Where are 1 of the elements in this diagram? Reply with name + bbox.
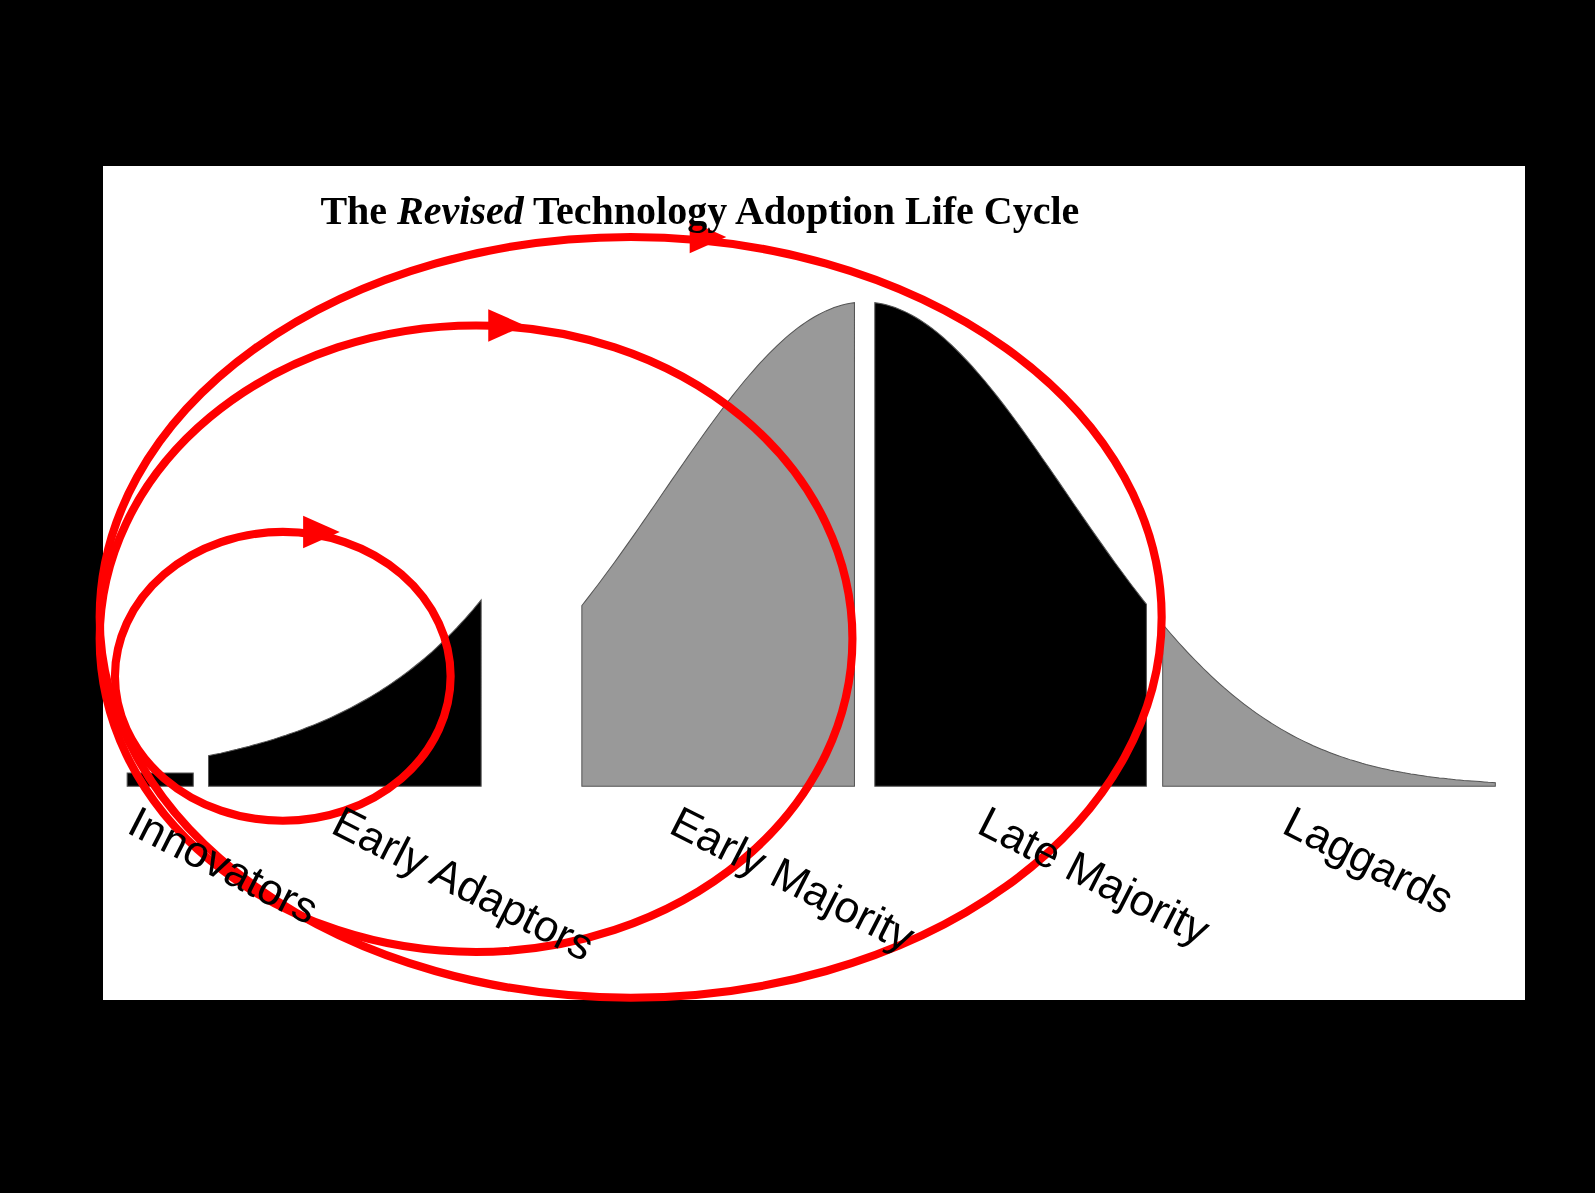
diagram-title: The Revised Technology Adoption Life Cycle xyxy=(320,191,1080,232)
